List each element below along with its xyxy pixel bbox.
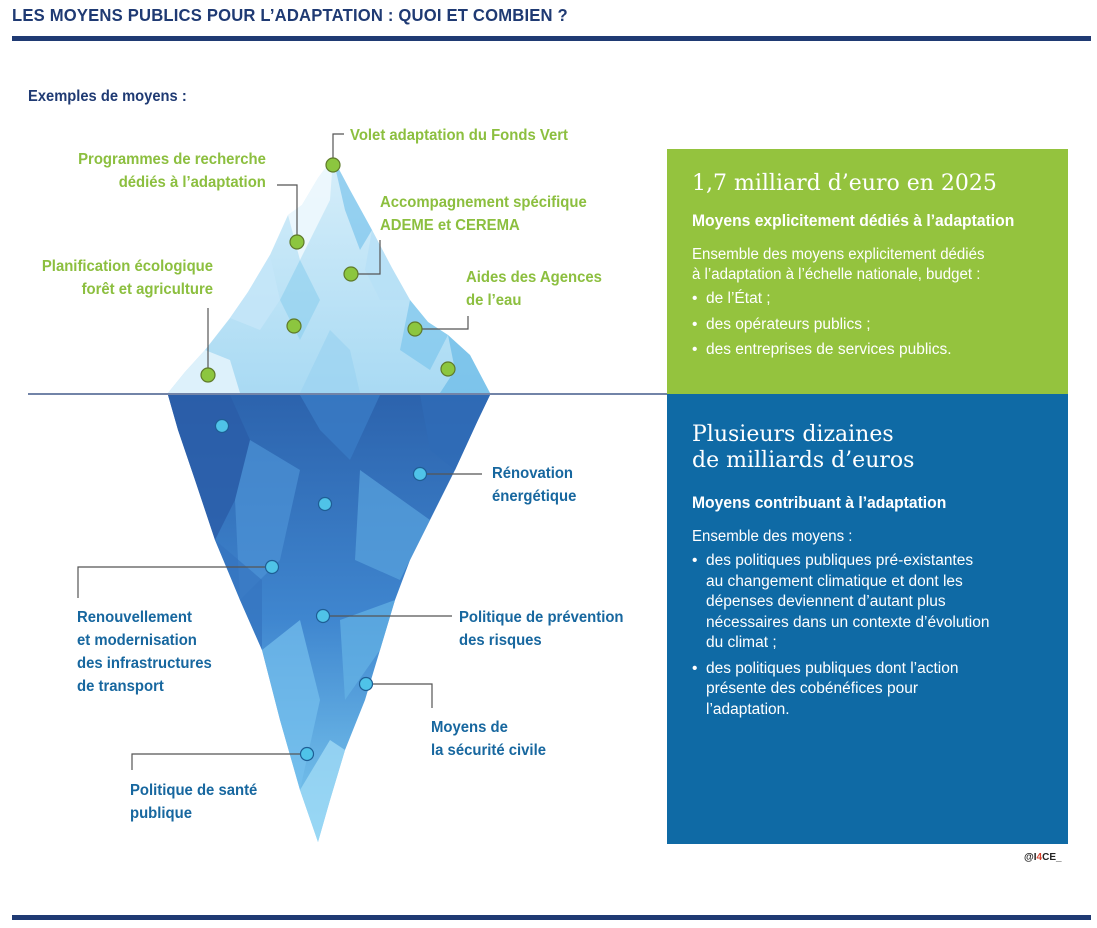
label-agences-line-1: Aides des Agences [466, 269, 602, 286]
dot-renovation [412, 466, 428, 482]
dot-agences [407, 321, 423, 337]
label-ademe-line-2: ADEME et CEREMA [380, 217, 520, 234]
dedicated-funding-amount: 1,7 milliard d’euro en 2025 [692, 171, 997, 196]
dedicated-funding-list: de l’État ; des opérateurs publics ; des… [692, 289, 1050, 361]
label-infrastructures-line-1: Renouvellement [77, 609, 192, 626]
dedicated-funding-subtitle: Moyens explicitement dédiés à l’adaptati… [692, 212, 1015, 230]
label-infrastructures-line-2: et modernisation [77, 632, 197, 649]
leader-lines [77, 133, 482, 770]
page-title: LES MOYENS PUBLICS POUR L’ADAPTATION : Q… [12, 5, 568, 25]
contributing-funding-amount: Plusieurs dizaines de milliards d’euros [692, 422, 915, 473]
dot-prevention [315, 608, 331, 624]
label-infrastructures-line-4: de transport [77, 678, 164, 695]
label-recherche-line-2: dédiés à l’adaptation [118, 174, 266, 191]
contributing-funding-intro: Ensemble des moyens : [692, 528, 853, 545]
dot-sante [299, 746, 315, 762]
dot-infrastructures [264, 559, 280, 575]
dedicated-funding-panel: 1,7 milliard d’euro en 2025 Moyens expli… [667, 149, 1068, 394]
bottom-rule [12, 915, 1091, 920]
tip-dots [200, 157, 456, 383]
submerged-dots [214, 418, 428, 762]
dedicated-funding-intro: Ensemble des moyens explicitement dédiés… [692, 246, 985, 283]
dot-misc-2 [440, 361, 456, 377]
label-renovation: Rénovation énergétique [492, 462, 576, 508]
label-infrastructures: Renouvellement et modernisation des infr… [77, 606, 212, 698]
label-recherche-line-1: Programmes de recherche [78, 151, 266, 168]
dot-fonds-vert [325, 157, 341, 173]
credit-four: 4 [1036, 852, 1043, 863]
label-infrastructures-line-3: des infrastructures [77, 655, 212, 672]
label-prevention: Politique de prévention des risques [459, 606, 624, 652]
label-planification: Planification écologique forêt et agricu… [42, 255, 213, 301]
label-prevention-line-1: Politique de prévention [459, 609, 624, 626]
dot-securite [358, 676, 374, 692]
list-item: des politiques publiques dont l’action p… [692, 659, 1050, 721]
top-rule [12, 36, 1091, 41]
label-fonds-vert: Volet adaptation du Fonds Vert [350, 124, 568, 147]
label-agences: Aides des Agences de l’eau [466, 266, 602, 312]
label-prevention-line-2: des risques [459, 632, 542, 649]
label-recherche: Programmes de recherche dédiés à l’adapt… [78, 148, 266, 194]
label-agences-line-2: de l’eau [466, 292, 522, 309]
label-securite-line-2: la sécurité civile [431, 742, 546, 759]
dot-misc-1 [286, 318, 302, 334]
label-securite: Moyens de la sécurité civile [431, 716, 546, 762]
dot-ademe [343, 266, 359, 282]
label-fonds-vert-text: Volet adaptation du Fonds Vert [350, 127, 568, 144]
label-planification-line-1: Planification écologique [41, 258, 213, 275]
label-sante: Politique de santé publique [130, 779, 257, 825]
dot-sub-2 [317, 496, 333, 512]
label-planification-line-2: forêt et agriculture [81, 281, 213, 298]
contributing-funding-subtitle: Moyens contribuant à l’adaptation [692, 494, 947, 512]
list-item: de l’État ; [692, 289, 1050, 310]
label-sante-line-1: Politique de santé [130, 782, 258, 799]
dot-sub-1 [214, 418, 230, 434]
contributing-funding-list: des politiques publiques pré-existantes … [692, 551, 1050, 720]
examples-heading: Exemples de moyens : [28, 88, 187, 105]
list-item: des politiques publiques pré-existantes … [692, 551, 1050, 654]
list-item: des opérateurs publics ; [692, 315, 1050, 336]
label-ademe: Accompagnement spécifique ADEME et CEREM… [380, 191, 587, 237]
contributing-funding-panel: Plusieurs dizaines de milliards d’euros … [667, 394, 1068, 844]
credit-suffix: CE_ [1042, 852, 1062, 863]
dot-planification [200, 367, 216, 383]
label-securite-line-1: Moyens de [431, 719, 508, 736]
label-renovation-line-2: énergétique [492, 488, 577, 505]
credit-prefix: @I [1024, 852, 1037, 863]
list-item: des entreprises de services publics. [692, 340, 1050, 361]
dot-recherche [289, 234, 305, 250]
label-renovation-line-1: Rénovation [492, 465, 574, 482]
label-ademe-line-1: Accompagnement spécifique [380, 194, 587, 211]
label-sante-line-2: publique [130, 805, 192, 822]
source-credit: @I4CE_ [1024, 852, 1062, 863]
